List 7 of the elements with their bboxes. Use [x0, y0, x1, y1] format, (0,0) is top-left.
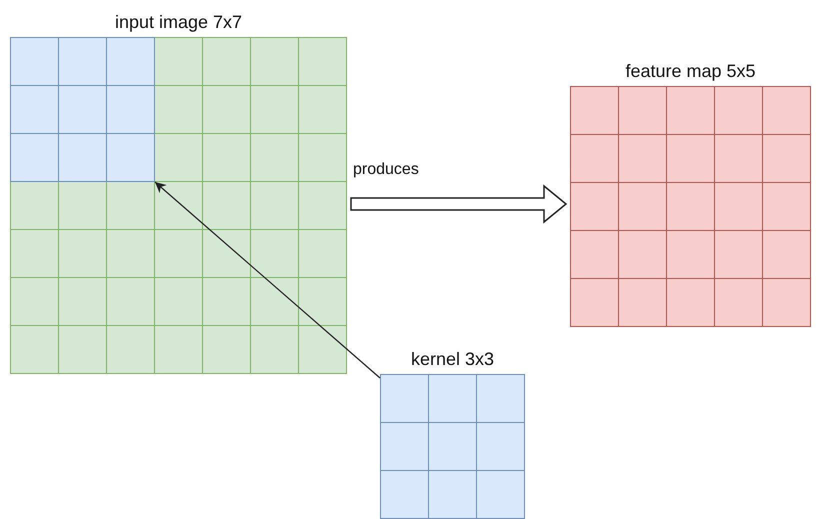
- grid-title: feature map 5x5: [625, 60, 756, 83]
- arrow: [154, 182, 380, 378]
- grid-title: input image 7x7: [114, 11, 242, 34]
- kernel-window: [10, 37, 155, 182]
- edge-label: produces: [353, 161, 419, 179]
- grid-title: kernel 3x3: [410, 348, 494, 371]
- block-arrow: [350, 184, 568, 224]
